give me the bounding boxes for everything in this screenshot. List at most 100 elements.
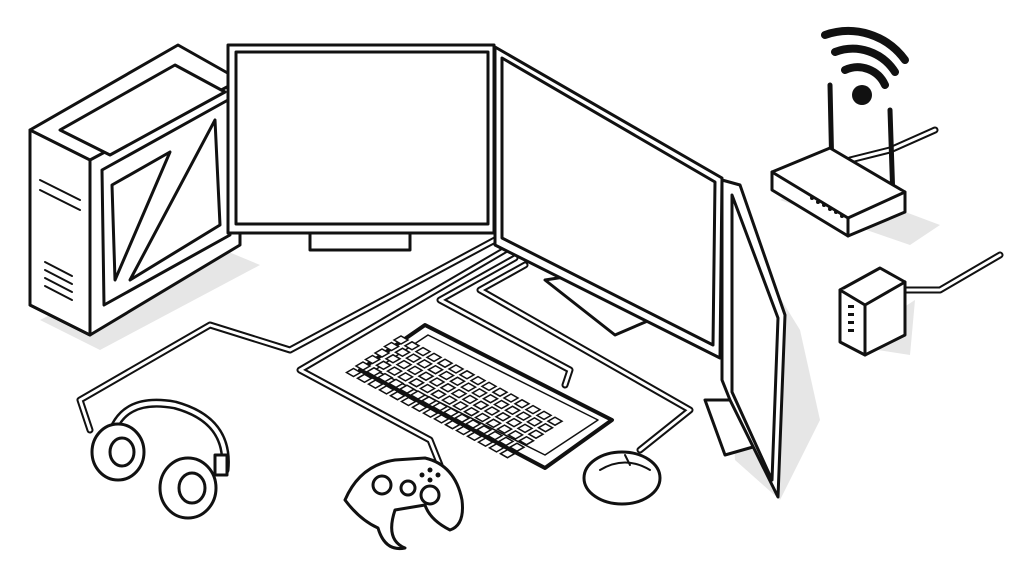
- keyboard-key: [382, 341, 401, 352]
- keyboard-key: [536, 422, 555, 433]
- keyboard-key: [513, 398, 531, 409]
- power-adapter: [838, 266, 907, 357]
- keyboard-key: [447, 364, 465, 374]
- keyboard-key: [481, 393, 500, 404]
- monitor-right: [703, 178, 787, 499]
- keyboard-key: [395, 359, 413, 370]
- keyboard-key: [453, 413, 471, 424]
- keyboard-key: [393, 347, 412, 358]
- keyboard-key: [486, 430, 504, 441]
- keyboard-key: [432, 414, 451, 424]
- keyboard-key: [442, 407, 460, 418]
- keyboard-key: [497, 436, 515, 447]
- keyboard: [344, 323, 614, 470]
- tower-vents: [44, 261, 73, 301]
- keyboard-key: [508, 442, 526, 453]
- keyboard-key: [415, 359, 434, 369]
- keyboard-key: [514, 411, 533, 421]
- keyboard-key: [355, 373, 374, 384]
- keyboard-key: [472, 400, 490, 411]
- keyboard-key: [388, 390, 407, 401]
- keyboard-key: [491, 387, 509, 398]
- keyboard-key: [459, 382, 478, 392]
- keyboard-key: [506, 430, 525, 440]
- keyboard-key: [384, 353, 402, 364]
- keyboard-key: [498, 448, 517, 459]
- keyboard-key: [403, 340, 421, 351]
- keyboard-key: [377, 385, 396, 395]
- keyboard-key: [535, 410, 553, 421]
- keyboard-key: [517, 435, 536, 446]
- keyboard-key: [505, 417, 523, 428]
- keyboard-key: [406, 365, 424, 376]
- keyboard-key: [428, 377, 446, 387]
- keyboard-key: [366, 379, 385, 389]
- keyboard-key: [354, 361, 372, 371]
- monitor-left: [226, 43, 496, 252]
- keyboard-key: [480, 381, 498, 392]
- keyboard-key: [454, 425, 473, 436]
- keyboard-key: [440, 395, 459, 405]
- keyboard-key: [476, 437, 495, 447]
- keyboard-key: [373, 348, 391, 358]
- keyboard-key: [410, 402, 429, 413]
- keyboard-key: [431, 401, 449, 412]
- keyboard-key: [421, 408, 440, 418]
- keyboard-key: [387, 378, 405, 389]
- keyboard-key: [469, 375, 487, 386]
- keyboard-key: [414, 346, 432, 357]
- keyboard-key: [443, 419, 462, 430]
- keyboard-key: [487, 443, 506, 453]
- keyboard-key: [492, 399, 511, 410]
- keyboard-key: [425, 352, 443, 363]
- keyboard-key: [483, 406, 501, 416]
- gamepad: [343, 456, 464, 551]
- keyboard-key: [450, 388, 468, 399]
- keyboard-key: [484, 418, 503, 429]
- keyboard-key: [409, 390, 427, 400]
- keyboard-key: [470, 388, 489, 398]
- keyboard-key: [418, 383, 437, 394]
- keyboard-key: [376, 372, 394, 383]
- keyboard-key: [495, 424, 514, 434]
- keyboard-key: [437, 370, 456, 381]
- keyboard-key: [399, 396, 418, 407]
- keyboard-key: [448, 376, 467, 387]
- keyboard-key: [458, 369, 476, 380]
- keyboard-key: [429, 389, 448, 400]
- keyboard-key: [462, 406, 481, 417]
- keyboard-key: [392, 335, 410, 345]
- keyboard-key: [475, 424, 493, 435]
- keyboard-key: [461, 394, 479, 405]
- keyboard-key: [417, 371, 435, 382]
- keyboard-key: [385, 366, 404, 376]
- keyboard-key: [502, 393, 520, 403]
- keyboard-key: [465, 431, 484, 442]
- keyboard-key: [503, 405, 522, 416]
- wifi-icon: [821, 27, 909, 105]
- cables: [76, 126, 1004, 469]
- keyboard-key: [426, 364, 445, 375]
- headphones: [90, 398, 230, 520]
- keyboard-key: [420, 395, 438, 406]
- monitor-center: [493, 45, 724, 360]
- keyboard-key: [344, 367, 363, 378]
- keyboard-key: [398, 384, 416, 395]
- keyboard-key: [546, 416, 564, 427]
- keyboard-key: [439, 382, 457, 393]
- keyboard-key: [365, 366, 383, 377]
- mouse: [582, 450, 662, 506]
- keyboard-key: [404, 353, 423, 363]
- keyboard-key: [451, 401, 470, 411]
- keyboard-key: [527, 429, 545, 440]
- keyboard-key: [436, 358, 454, 369]
- keyboard-key: [407, 377, 426, 388]
- wifi-router: [770, 27, 909, 238]
- keyboard-key: [473, 412, 492, 423]
- pc-tower: [28, 43, 242, 337]
- keyboard-key: [363, 354, 382, 365]
- keyboard-key: [525, 417, 544, 427]
- keyboard-key: [524, 404, 542, 415]
- keyboard-key: [464, 419, 482, 429]
